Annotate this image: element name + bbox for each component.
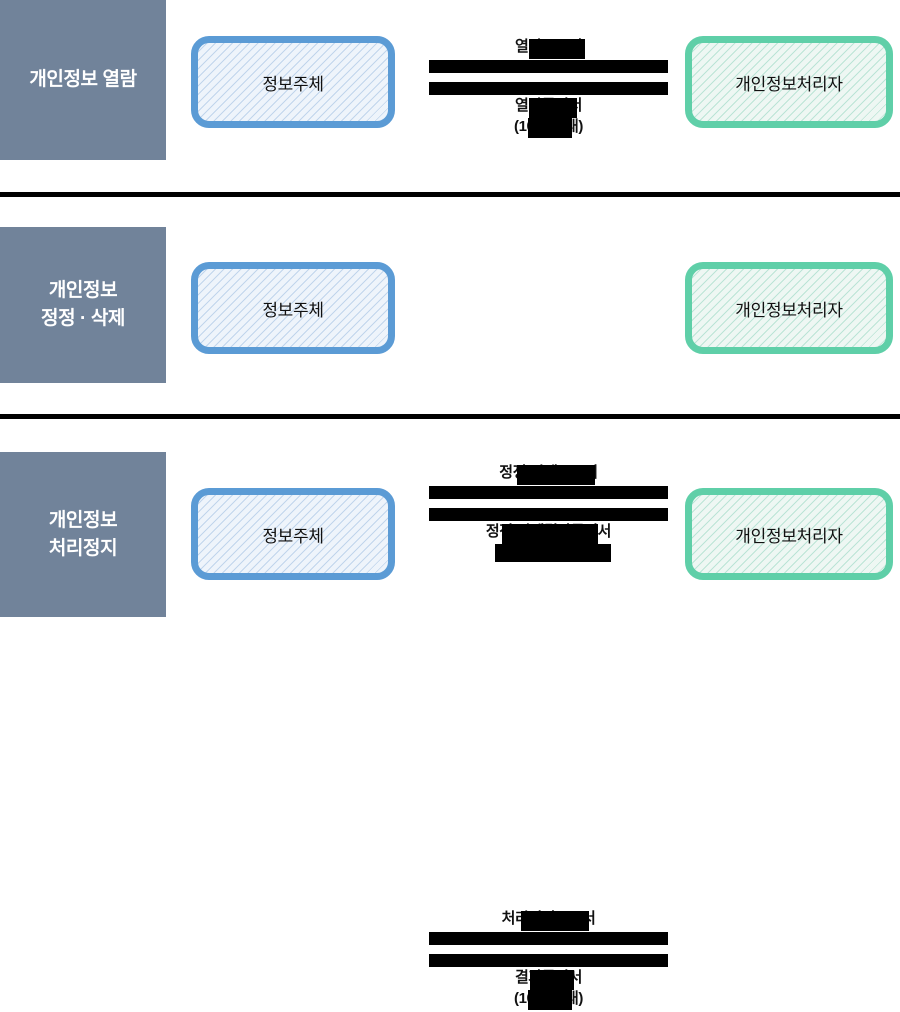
category-label-line: 정정 · 삭제 (40, 308, 125, 329)
entity-label: 개인정보처리자 (735, 300, 843, 320)
redaction-bar-forward-label (517, 465, 595, 485)
arrow-forward (429, 486, 668, 499)
redaction-bar-forward-label (521, 911, 589, 931)
category-label-line: 개인정보 열람 (29, 69, 137, 91)
entity-label: 개인정보처리자 (735, 74, 843, 94)
category-panel-correction-deletion: 개인정보 정정 · 삭제 (0, 227, 166, 383)
arrow-backward (429, 82, 668, 95)
entity-box-data-controller: 개인정보처리자 (685, 262, 893, 354)
category-label-line: 처리정지 (48, 537, 118, 559)
section-divider (0, 192, 900, 197)
section-access: 개인정보 열람 정보주체 열람요구서 열람통지서 (10일 이내) 개인정보처리… (0, 0, 900, 194)
redaction-bar-backward-note (528, 118, 572, 138)
category-label: 개인정보 처리정지 (48, 507, 118, 562)
redaction-bar-backward-label (502, 524, 598, 544)
entity-label: 개인정보처리자 (735, 526, 843, 546)
category-panel-processing-suspension: 개인정보 처리정지 (0, 452, 166, 617)
flow-group-access: 열람요구서 열람통지서 (10일 이내) (429, 38, 668, 140)
arrow-forward (429, 932, 668, 945)
entity-box-data-controller: 개인정보처리자 (685, 488, 893, 580)
entity-box-data-subject: 정보주체 (191, 488, 395, 580)
entity-box-data-subject: 정보주체 (191, 262, 395, 354)
entity-box-data-subject: 정보주체 (191, 36, 395, 128)
arrow-backward (429, 508, 668, 521)
category-panel-access: 개인정보 열람 (0, 0, 166, 160)
category-label-line: 개인정보 (48, 280, 118, 302)
entity-label: 정보주체 (262, 74, 324, 94)
arrow-backward (429, 954, 668, 967)
redaction-bar-forward-label (529, 39, 585, 59)
category-label-line: 개인정보 (48, 509, 118, 531)
arrow-forward (429, 60, 668, 73)
section-divider (0, 414, 900, 419)
entity-label: 정보주체 (262, 526, 324, 546)
flow-group-processing-suspension: 처리정지요구서 결과통지서 (10일 이내) (429, 910, 668, 1012)
entity-box-data-controller: 개인정보처리자 (685, 36, 893, 128)
redaction-bar-backward-label (529, 98, 577, 118)
category-label: 개인정보 정정 · 삭제 (41, 277, 125, 332)
redaction-bar-backward-note (528, 990, 572, 1010)
redaction-bar-backward-label (530, 970, 574, 990)
section-processing-suspension: 개인정보 처리정지 정보주체 처리정지요구서 결과통지서 (10일 이내) (0, 418, 900, 1010)
section-correction-deletion: 개인정보 정정 · 삭제 정보주체 정정·삭제요구서 정정·삭제결과통지서 개인… (0, 198, 900, 562)
entity-label: 정보주체 (262, 300, 324, 320)
redaction-block-backward-extra (495, 544, 611, 562)
flow-group-correction-deletion: 정정·삭제요구서 정정·삭제결과통지서 (429, 464, 668, 565)
